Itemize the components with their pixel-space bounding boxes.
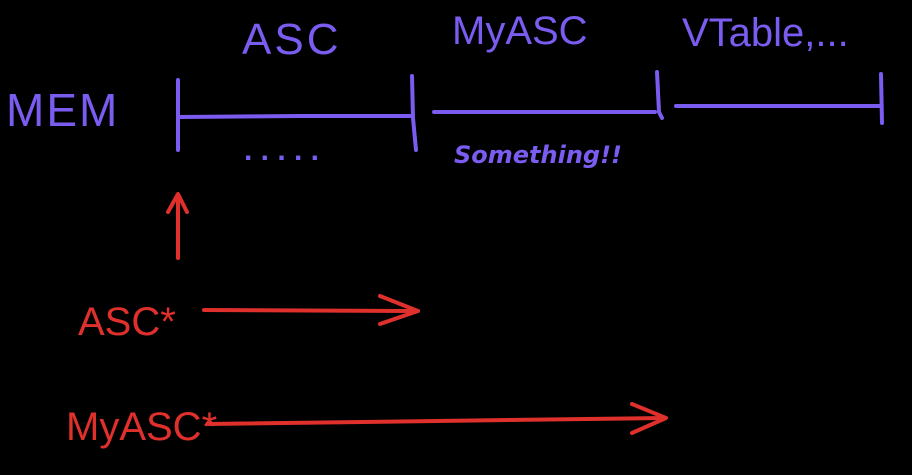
segment-myasc-label: MyASC bbox=[452, 9, 588, 53]
up-arrow-head bbox=[166, 192, 189, 214]
pointer-asc-arrow-shaft bbox=[202, 308, 420, 313]
pointer-myasc-arrow-shaft bbox=[206, 416, 667, 426]
segment-vtable-label: VTable,... bbox=[682, 11, 849, 55]
segment-asc-label: ASC bbox=[242, 15, 341, 64]
segment-asc-sublabel: . . . . . bbox=[244, 134, 319, 167]
segment-vtable-end-tick bbox=[879, 72, 884, 125]
pointer-myasc-label: MyASC* bbox=[66, 405, 217, 449]
memory-label: MEM bbox=[6, 84, 119, 136]
pointer-asc-arrow-head bbox=[378, 294, 420, 326]
pointer-asc-label: ASC* bbox=[78, 300, 176, 344]
segment-myasc-end-tick bbox=[655, 70, 664, 120]
pointer-asc-arrow bbox=[202, 294, 420, 326]
segment-myasc-sublabel: Something!! bbox=[454, 141, 622, 169]
pointer-myasc-arrow-head bbox=[630, 402, 668, 435]
memory-bar bbox=[176, 70, 884, 152]
pointer-myasc-arrow bbox=[206, 402, 668, 435]
segment-asc-end-tick bbox=[410, 74, 418, 152]
segment-asc-line bbox=[176, 114, 412, 119]
up-arrow bbox=[166, 192, 189, 260]
